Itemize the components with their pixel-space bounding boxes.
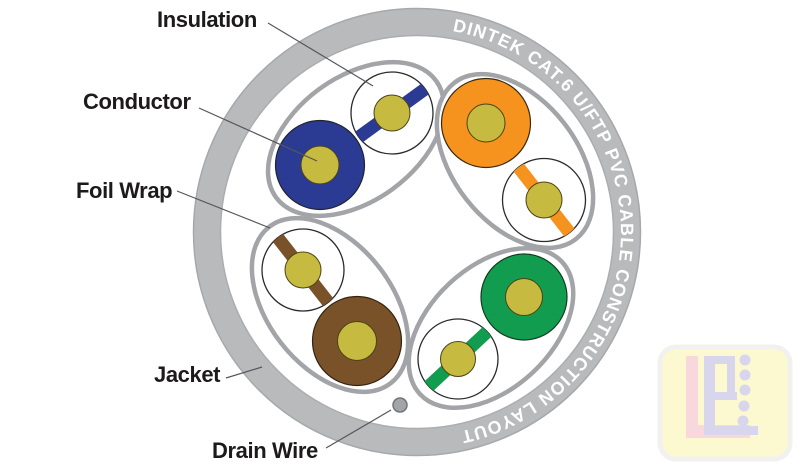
striped-wire-orange xyxy=(501,157,587,243)
striped-wire-green xyxy=(417,318,499,400)
leader-line-foil-wrap xyxy=(176,190,271,229)
label-jacket: Jacket xyxy=(154,362,221,387)
wire-pair-blue xyxy=(265,59,447,219)
solid-wire-blue xyxy=(274,119,366,211)
striped-wire-blue xyxy=(349,71,435,155)
label-foil-wrap: Foil Wrap xyxy=(76,178,173,203)
leader-lines xyxy=(176,22,392,449)
label-conductor: Conductor xyxy=(83,89,191,114)
solid-wire-green xyxy=(480,253,568,341)
leader-line-conductor xyxy=(198,107,318,162)
conductor-core xyxy=(525,181,563,219)
conductor-core xyxy=(300,145,340,185)
wire-pair-orange xyxy=(434,71,596,251)
wire-pair-brown xyxy=(249,215,411,395)
label-drain-wire: Drain Wire xyxy=(212,438,318,463)
solid-wire-orange xyxy=(440,77,532,169)
leader-line-drain-wire xyxy=(325,409,392,449)
conductor-core xyxy=(373,94,411,132)
brand-logo-watermark xyxy=(657,344,793,462)
logo-letter-b xyxy=(704,356,758,435)
conductor-core xyxy=(337,321,377,361)
logo-dots xyxy=(737,354,751,427)
conductor-core xyxy=(505,278,543,316)
leader-line-jacket xyxy=(225,366,263,379)
striped-wire-brown xyxy=(261,228,345,312)
label-insulation: Insulation xyxy=(157,7,257,32)
conductor-core xyxy=(284,251,322,289)
drain-wire xyxy=(392,397,408,413)
conductor-core xyxy=(440,341,476,377)
solid-wire-brown xyxy=(311,295,403,387)
conductor-core xyxy=(466,103,506,143)
wire-pair-green xyxy=(406,245,576,411)
leader-line-insulation xyxy=(267,22,374,87)
